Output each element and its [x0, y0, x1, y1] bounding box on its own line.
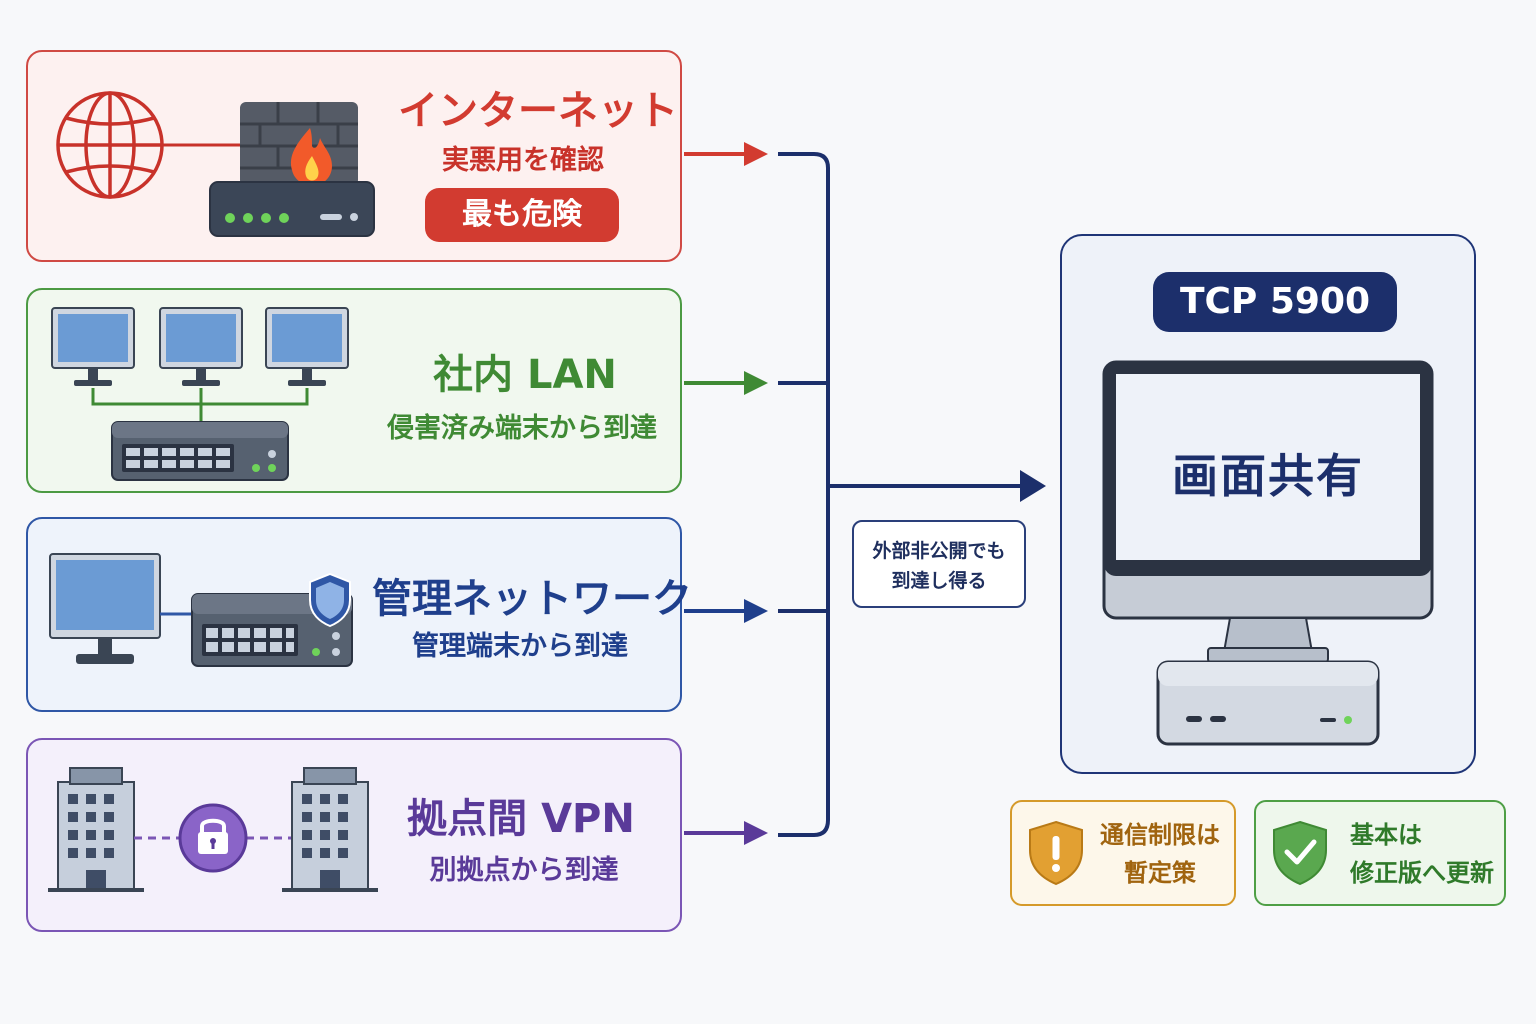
arrow-management — [684, 599, 768, 623]
note-line-1: 外部非公開でも — [872, 540, 1006, 562]
firewall-router-icon — [209, 102, 375, 237]
lan-title: 社内 LAN — [433, 352, 617, 398]
site-vpn-icon — [48, 767, 378, 892]
internet-subtitle: 実悪用を確認 — [442, 145, 604, 176]
management-network-icon — [49, 553, 353, 667]
update-line-2: 修正版へ更新 — [1350, 859, 1494, 887]
mitigation-line-2: 暫定策 — [1124, 859, 1196, 887]
arrow-to-target — [1020, 470, 1046, 502]
warning-shield-icon — [1029, 820, 1083, 886]
internet-title: インターネット — [398, 88, 678, 134]
danger-badge: 最も危険 — [425, 188, 619, 242]
mitigation-tag: 通信制限は 暫定策 — [1010, 800, 1236, 906]
globe-icon — [56, 91, 244, 199]
arrow-vpn — [684, 821, 768, 845]
arrow-internet — [684, 142, 768, 166]
monitor-icon — [1102, 360, 1434, 746]
merge-bracket — [778, 152, 1024, 837]
vpn-title: 拠点間 VPN — [407, 796, 635, 842]
screen-share-label: 画面共有 — [1172, 449, 1364, 503]
vpn-subtitle: 別拠点から到達 — [429, 855, 619, 886]
check-shield-icon — [1273, 820, 1327, 886]
update-line-1: 基本は — [1350, 821, 1422, 849]
port-badge: TCP 5900 — [1153, 272, 1397, 332]
note-line-2: 到達し得る — [891, 570, 987, 592]
management-subtitle: 管理端末から到達 — [412, 631, 628, 662]
mitigation-line-1: 通信制限は — [1100, 821, 1220, 849]
lan-network-icon — [51, 307, 349, 481]
note-box: 外部非公開でも 到達し得る — [852, 520, 1026, 608]
update-tag: 基本は 修正版へ更新 — [1254, 800, 1506, 906]
arrow-lan — [684, 371, 768, 395]
lan-subtitle: 侵害済み端末から到達 — [387, 413, 657, 444]
management-title: 管理ネットワーク — [372, 576, 692, 622]
